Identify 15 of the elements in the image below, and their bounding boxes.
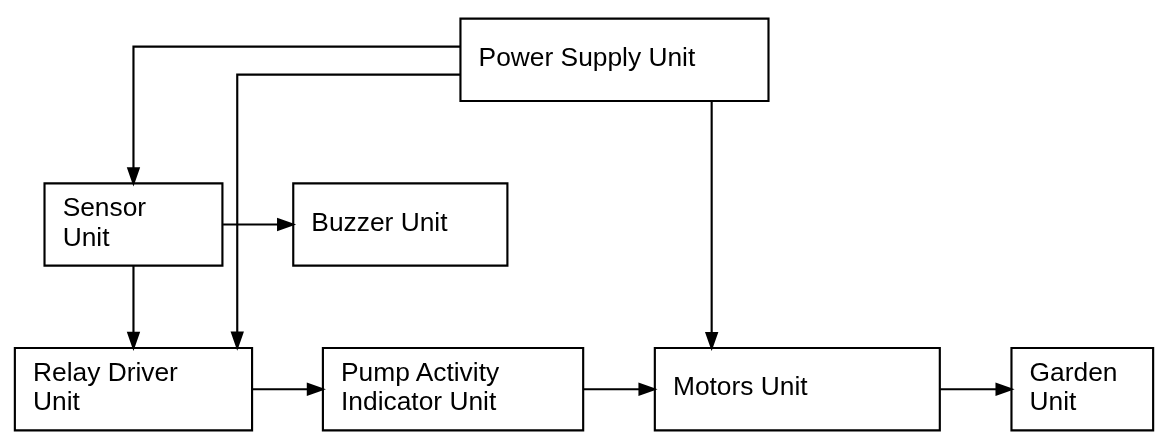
node-box: Relay Driver Unit (13, 346, 254, 431)
arrow (252, 382, 326, 396)
node-box: Sensor Unit (43, 181, 224, 267)
node-box: Motors Unit (653, 346, 941, 431)
arrow (583, 382, 658, 396)
arrow (704, 101, 719, 351)
node-box: Pump Activity Indicator Unit (321, 346, 585, 431)
arrow (230, 73, 460, 351)
arrow (126, 45, 461, 186)
node-box: Buzzer Unit (292, 181, 509, 267)
arrow (126, 265, 141, 351)
node-box: Power Supply Unit (459, 17, 770, 102)
node-box: Garden Unit (1010, 346, 1155, 431)
arrow (940, 382, 1015, 396)
arrow (223, 217, 297, 231)
